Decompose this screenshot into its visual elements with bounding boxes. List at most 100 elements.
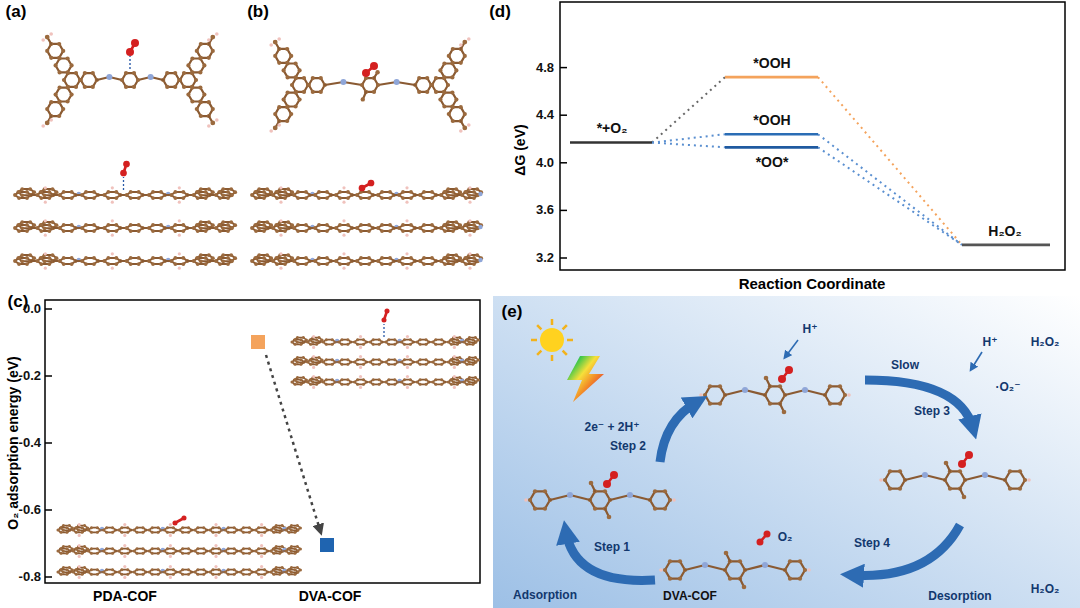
stack-illustration [75,547,78,550]
molecule-fragment [593,507,597,511]
cof-stack-a [173,190,177,194]
cof-stack-b [454,220,458,224]
stack-illustration [356,383,359,386]
molecule-fragment [543,507,547,511]
cof-molecule-b [294,76,298,80]
stack-illustration [474,340,477,343]
stack-illustration [120,552,123,555]
cof-stack-b [451,196,455,200]
cof-molecule-a [126,48,134,56]
cof-molecule-b [290,83,294,87]
stack-illustration [325,383,328,386]
stack-illustration [471,383,474,386]
cof-molecule-a [173,71,177,75]
energy-path [652,143,725,148]
cof-stack-b [279,186,282,189]
stack-illustration [302,336,305,339]
stack-illustration [290,571,293,574]
cof-stack-b [346,229,350,233]
cof-stack-a [129,190,133,194]
cof-stack-b [278,226,282,230]
stack-illustration [353,380,356,383]
stack-illustration [471,358,474,361]
stack-illustration [474,376,477,379]
cof-stack-a [17,196,21,200]
stack-illustration [248,531,251,534]
cof-stack-b [313,226,317,230]
cof-stack-a [20,220,24,224]
stack-illustration [117,528,120,531]
stack-illustration [331,338,334,341]
stack-illustration [468,361,471,364]
stack-illustration [202,573,205,576]
stack-illustration [135,526,138,529]
stack-illustration [425,363,428,366]
stack-illustration [356,343,359,346]
stack-illustration [224,528,227,531]
cof-stack-a [221,193,225,197]
cof-stack-b [464,190,468,194]
stack-illustration [378,338,381,341]
stack-illustration [293,338,296,341]
cof-stack-b [338,262,342,266]
cof-stack-b [262,190,266,194]
cof-molecule-a [198,70,202,74]
cof-molecule-b [285,47,289,51]
cof-stack-b [275,190,279,194]
cof-molecule-b [430,83,434,87]
cof-stack-a [20,253,24,257]
molecule-fragment [533,489,537,493]
cof-stack-b [257,193,261,197]
cof-stack-a [28,187,32,191]
cof-molecule-b [277,61,281,65]
stack-illustration [120,531,123,534]
stack-illustration [75,526,78,529]
cof-molecule-a [66,86,70,90]
stack-illustration [331,358,334,361]
stack-illustration [181,552,184,555]
stack-illustration [284,549,287,552]
cof-molecule-b [449,49,465,63]
stack-illustration [123,555,126,558]
stack-illustration [172,547,175,550]
stack-illustration [340,378,343,381]
stack-illustration [135,573,138,576]
stack-illustration [356,363,359,366]
stack-illustration [434,378,437,381]
cof-molecule-b [273,126,278,131]
cof-molecule-b [298,97,302,101]
stack-illustration [290,340,293,343]
stack-illustration [434,383,437,386]
cof-stack-a [196,223,200,227]
stack-illustration [409,358,412,361]
cof-stack-a [47,190,51,194]
stack-illustration [309,378,312,381]
stack-illustration [309,363,312,366]
cof-molecule-b [454,68,458,72]
stack-illustration [260,523,263,526]
cof-stack-b [467,220,471,224]
cof-stack-b [468,186,471,189]
cof-stack-a [114,262,118,266]
cof-stack-a [47,223,51,227]
stack-illustration [96,547,99,550]
cof-stack-b [257,226,261,230]
stack-illustration [275,545,278,548]
stack-illustration [248,568,251,571]
stack-illustration [378,383,381,386]
stack-illustration [293,383,296,386]
stack-illustration [163,570,166,573]
stack-illustration [331,363,334,366]
cof-molecule-b [462,40,467,45]
cof-stack-a [70,256,74,260]
cof-stack-a [196,229,200,233]
cof-stack-a [229,253,233,257]
energy-path [652,134,725,142]
cof-molecule-b [286,75,290,79]
stack-illustration [293,378,296,381]
cof-stack-a [70,223,74,227]
cof-molecule-a [198,56,202,60]
cof-stack-b [397,226,401,230]
molecule-fragment [607,515,612,520]
cof-stack-a [129,262,133,266]
